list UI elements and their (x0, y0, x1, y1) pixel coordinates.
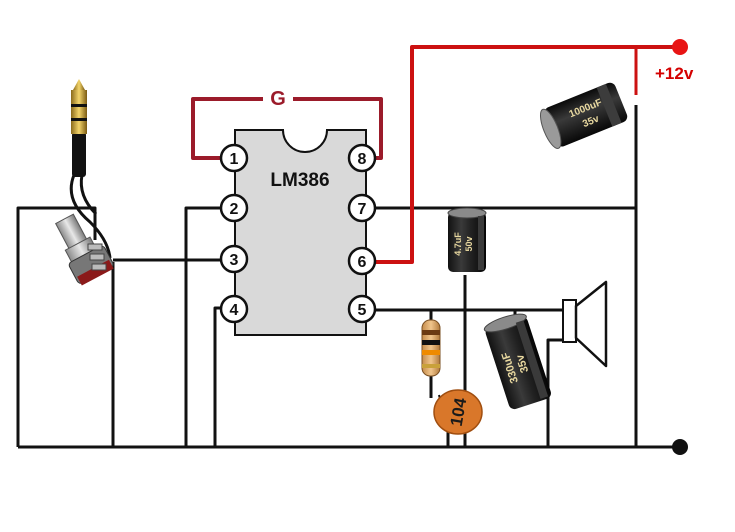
audio-jack (69, 79, 112, 259)
svg-text:7: 7 (358, 201, 367, 218)
svg-text:4: 4 (230, 302, 239, 319)
pin2-ground-wire (184, 206, 222, 447)
svg-text:5: 5 (358, 302, 367, 319)
chip-pin-7: 7 (347, 193, 377, 223)
supply-terminal (672, 39, 688, 55)
volume-potentiometer (55, 213, 114, 286)
output-capacitor: 330uF 35v (483, 313, 551, 410)
chip-body (234, 129, 367, 336)
resistor (421, 319, 441, 377)
chip-pin-8: 8 (347, 143, 377, 173)
gain-label: G (270, 88, 286, 110)
svg-text:4.7uF: 4.7uF (453, 232, 463, 256)
chip-pin-5: 5 (347, 294, 377, 324)
svg-text:35v: 35v (514, 352, 531, 374)
chip-pin-3: 3 (219, 244, 249, 274)
chip-pin-2: 2 (219, 193, 249, 223)
svg-text:104: 104 (447, 396, 471, 428)
chip-label: LM386 (270, 170, 329, 191)
ground-wires (16, 105, 680, 449)
chip-pin-1: 1 (219, 143, 249, 173)
svg-text:1: 1 (230, 151, 239, 168)
lm386-chip: LM386 1 2 3 4 5 6 7 (219, 129, 377, 336)
svg-text:2: 2 (230, 201, 239, 218)
pot-ground-wire (16, 206, 97, 447)
speaker (562, 280, 608, 368)
svg-text:3: 3 (230, 252, 239, 269)
bypass-capacitor: 4.7uF 50v (447, 207, 487, 272)
ceramic-capacitor: 104 (433, 389, 483, 435)
supply-label: +12v (655, 64, 694, 83)
svg-text:50v: 50v (464, 236, 474, 251)
speaker-wire (546, 338, 575, 447)
supply-wire (375, 45, 680, 264)
chip-pin-6: 6 (347, 246, 377, 276)
svg-text:6: 6 (358, 254, 367, 271)
supply-capacitor: 1000uF 35v (539, 82, 628, 150)
pin4-ground-wire (213, 306, 222, 447)
ground-terminal (672, 439, 688, 455)
chip-pin-4: 4 (219, 294, 249, 324)
svg-text:8: 8 (358, 151, 367, 168)
